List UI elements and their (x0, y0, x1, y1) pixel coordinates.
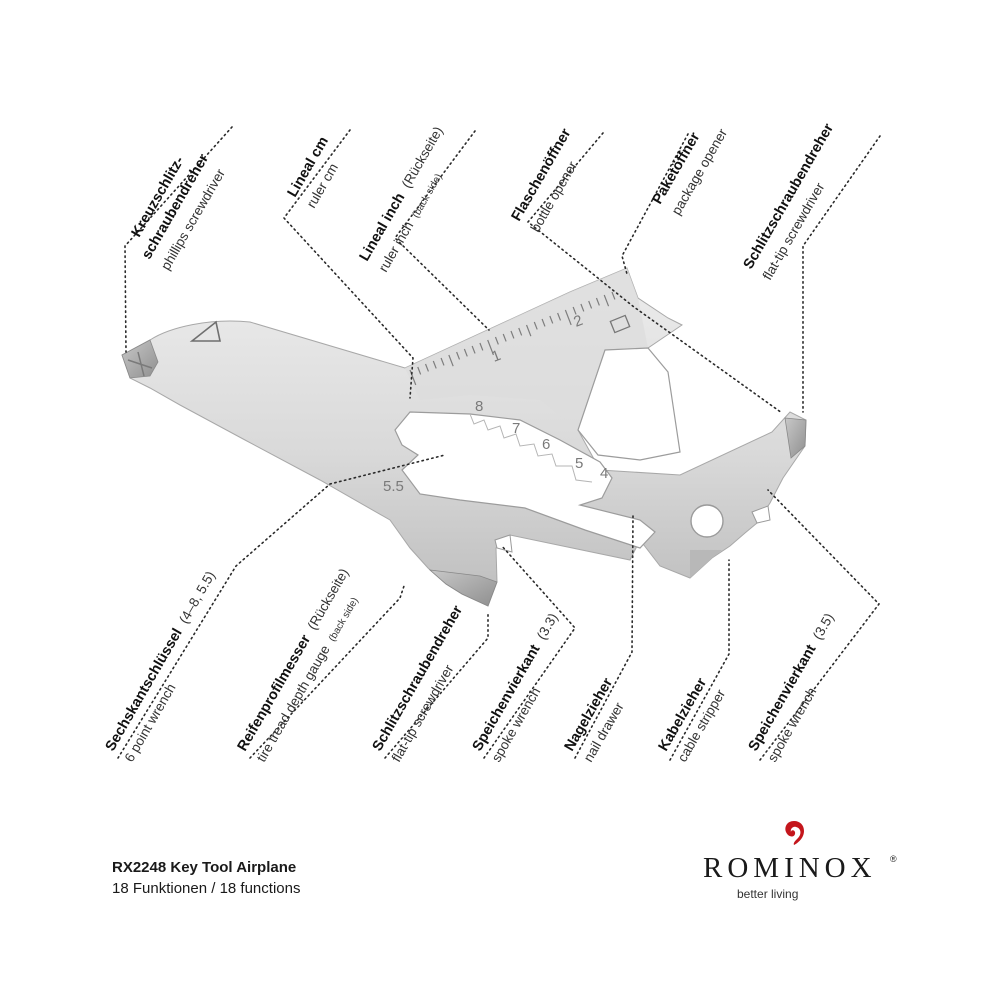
ruler-tick (595, 297, 600, 306)
ruler-tick (448, 354, 454, 367)
ruler-tick (440, 357, 445, 366)
cable-stripper-edge (690, 550, 722, 578)
phillips-tip-cross (127, 351, 153, 377)
ruler-tick (572, 306, 577, 315)
leader-package (621, 133, 689, 275)
ruler-tick (557, 312, 562, 321)
hex-size-7: 7 (512, 420, 520, 437)
leader-spoke35 (759, 489, 881, 761)
ruler-tick (525, 324, 532, 337)
ruler-tick (588, 300, 593, 309)
ruler-tick (541, 318, 546, 327)
product-caption: RX2248 Key Tool Airplane 18 Funktionen /… (112, 857, 300, 899)
label-nail: Nagelzieher nail drawer (561, 671, 637, 764)
ruler-ticks (409, 291, 616, 386)
brand-tagline: better living (737, 887, 799, 901)
ruler-tick (510, 330, 515, 339)
hex-serration (469, 413, 593, 483)
cable-stripper-hole (690, 504, 724, 538)
hex-size-6: 6 (542, 436, 550, 453)
ruler-tick (432, 360, 437, 369)
tail-flat-tip (784, 417, 807, 459)
leader-lines (117, 126, 881, 761)
cockpit-triangle-icon (189, 320, 221, 342)
hex-wrench-slot (394, 411, 656, 549)
leader-cable (669, 559, 730, 761)
product-title: RX2248 Key Tool Airplane (112, 859, 297, 876)
label-ruler-inch: Lineal inch (Rückseite) ruler inch (back… (356, 120, 468, 275)
ruler-tick (456, 351, 461, 360)
label-tread: Reifenprofilmesser (Rückseite) tire trea… (234, 561, 374, 765)
hex-size-5: 5 (575, 455, 583, 472)
ruler-tick (502, 333, 507, 342)
leader-flat-bottom (384, 611, 489, 759)
bottle-opener-notch (577, 347, 681, 461)
labels-top: Kreuzschlitz- schraubendreher phillips s… (121, 114, 858, 283)
bottom-flat-tip (428, 569, 498, 607)
ruler-tick (424, 363, 429, 372)
spoke-notch-35 (751, 505, 771, 524)
leader-nail (574, 515, 634, 759)
label-bottle: Flaschenöffner bottle opener (508, 122, 595, 235)
ruler-tick (494, 336, 499, 345)
hex-size-4: 4 (600, 465, 608, 482)
label-spoke35: Speichenvierkant (3.5) spoke wrench (745, 606, 858, 764)
ruler-tick (518, 327, 523, 336)
leader-ruler-cm (282, 129, 414, 399)
ruler-tick (611, 291, 616, 300)
hex-size-5-5: 5.5 (383, 478, 404, 495)
product-subtitle: 18 Funktionen / 18 functions (112, 880, 301, 897)
leader-ruler-inch (393, 130, 490, 331)
leader-bottle (526, 132, 783, 414)
ruler-wing (405, 268, 648, 430)
leader-tread (249, 585, 405, 759)
hex-size-8: 8 (475, 398, 483, 415)
ruler-tick (564, 309, 572, 326)
ruler-tick (409, 369, 417, 386)
ruler-tick (479, 342, 484, 351)
ruler-tick (463, 348, 468, 357)
label-flat-bottom: Schlitzschraubendreher flat-tip screwdri… (369, 599, 487, 765)
ruler-tick (417, 366, 422, 375)
ruler-tick (533, 321, 538, 330)
label-ruler-cm: Lineal cm ruler cm (284, 130, 353, 211)
ruler-tick (603, 294, 610, 307)
ruler-tick (471, 345, 476, 354)
ruler-tick (549, 315, 554, 324)
label-phillips: Kreuzschlitz- schraubendreher phillips s… (121, 137, 233, 272)
leader-hex (117, 454, 446, 759)
leader-phillips (124, 126, 233, 353)
leader-flat-top (802, 135, 881, 413)
ruler-tick (487, 339, 495, 356)
rominox-logo-icon (785, 821, 804, 845)
airplane-tool-body (121, 267, 807, 607)
ruler-tick (580, 303, 585, 312)
spoke-notch-33 (494, 534, 513, 553)
label-flat-top: Schlitzschraubendreher flat-tip screwdri… (740, 117, 858, 283)
label-hex: Sechskantschlüssel (4–8, 5.5) 6 point wr… (102, 564, 240, 764)
brand-name: ROMINOX (703, 852, 877, 884)
label-cable: Kabelzieher cable stripper (655, 671, 731, 764)
label-package: Paketöffner package opener (649, 114, 731, 217)
package-opener-slot (609, 314, 631, 334)
registered-mark: ® (890, 854, 897, 864)
